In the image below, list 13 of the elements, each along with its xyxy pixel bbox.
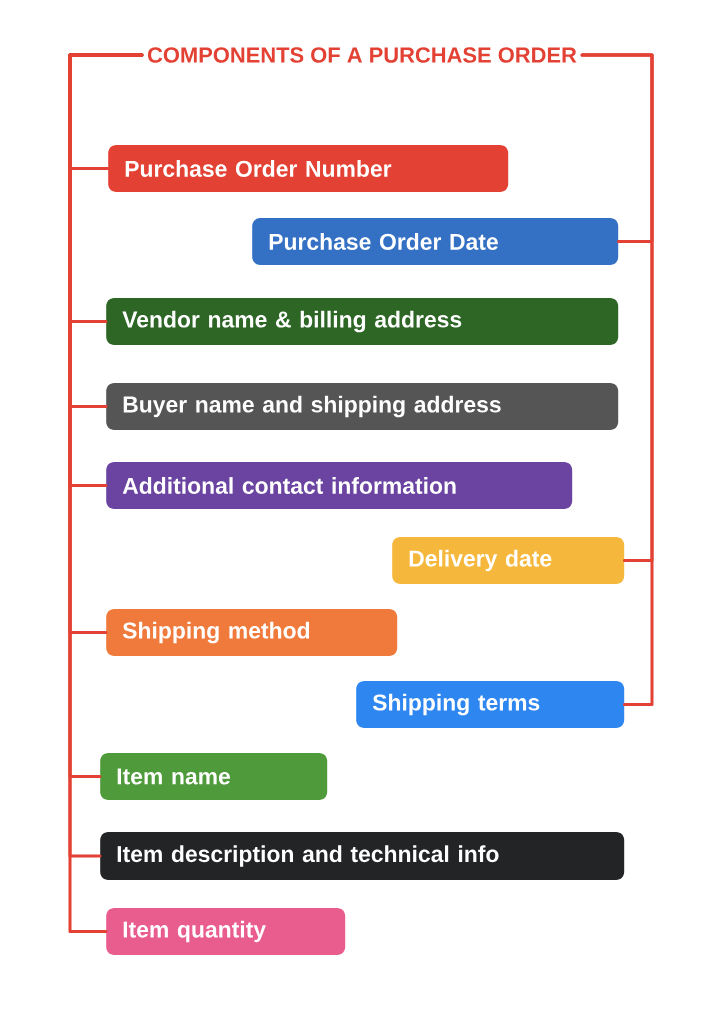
component-box: Vendor name & billing address	[106, 298, 619, 345]
title: COMPONENTS OF A PURCHASE ORDER	[147, 47, 577, 63]
connector-line	[580, 53, 654, 706]
component-box: Item quantity	[106, 908, 346, 955]
component-box: Item description and technical info	[100, 832, 625, 880]
component-box: Item name	[100, 753, 328, 800]
component-box: Shipping terms	[356, 681, 625, 728]
component-box: Purchase Order Date	[252, 218, 619, 265]
component-box: Delivery date	[392, 537, 625, 584]
component-box: Purchase Order Number	[108, 145, 509, 192]
component-box: Buyer name and shipping address	[106, 383, 619, 430]
component-box: Shipping method	[106, 609, 398, 656]
component-box: Additional contact information	[106, 462, 573, 509]
